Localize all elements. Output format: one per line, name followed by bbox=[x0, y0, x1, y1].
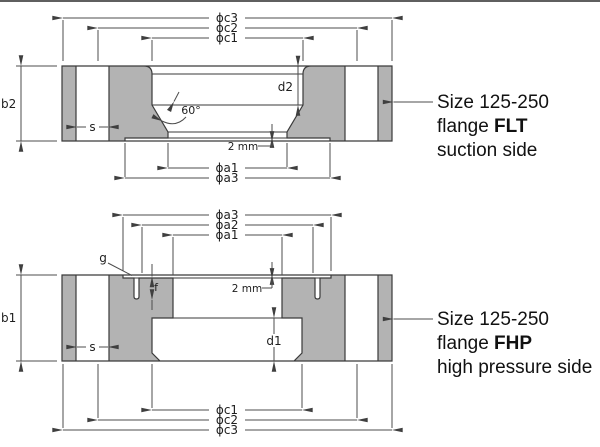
flt-dim-b2: b2 bbox=[1, 97, 16, 111]
flt-label-backgrounds bbox=[209, 12, 295, 184]
fhp-dim-oa3: ϕa3 bbox=[216, 208, 239, 222]
fhp-dim-oa1: ϕa1 bbox=[216, 228, 239, 242]
fhp-dim-f: f bbox=[154, 281, 159, 294]
flt-caption: Size 125-250 flange FLT suction side bbox=[437, 91, 597, 163]
flt-extension-lines bbox=[16, 20, 393, 177]
fhp-2mm-label: 2 mm bbox=[232, 283, 262, 295]
fhp-dim-g: g bbox=[99, 251, 107, 265]
flt-caption-line3: suction side bbox=[437, 140, 538, 161]
fhp-dim-s: s bbox=[89, 340, 95, 354]
fhp-dim-d1: d1 bbox=[266, 334, 281, 348]
fhp-caption: Size 125-250 flange FHP high pressure si… bbox=[437, 308, 597, 380]
flt-caption-line2-plain: flange bbox=[437, 116, 495, 137]
fhp-caption-line2: flange FHP bbox=[437, 332, 597, 356]
fhp-dimension-labels: ϕa3 ϕa2 ϕa1 ϕc1 ϕc2 ϕc3 b1 s d1 f g 2 mm bbox=[1, 208, 282, 437]
flt-caption-line2-bold: FLT bbox=[494, 116, 528, 137]
flt-dim-d2: d2 bbox=[278, 80, 293, 94]
flt-angle-label: 60° bbox=[181, 104, 201, 117]
fhp-dim-oc1: ϕc1 bbox=[216, 403, 238, 417]
flt-caption-line1: Size 125-250 bbox=[437, 92, 549, 113]
fhp-dim-oc3: ϕc3 bbox=[216, 423, 238, 437]
fhp-interior-edges bbox=[123, 277, 331, 319]
flt-dim-oc1: ϕc1 bbox=[216, 31, 238, 45]
fhp-caption-line1: Size 125-250 bbox=[437, 309, 549, 330]
flt-caption-line2: flange FLT bbox=[437, 115, 597, 139]
flt-dim-oa3: ϕa3 bbox=[216, 171, 239, 185]
flt-2mm-label: 2 mm bbox=[228, 141, 258, 153]
fhp-caption-line2-bold: FHP bbox=[494, 333, 533, 354]
fhp-flange-section bbox=[61, 274, 393, 362]
fhp-label-backgrounds bbox=[209, 209, 287, 436]
flt-dim-oc3: ϕc3 bbox=[216, 11, 238, 25]
flt-section-body bbox=[61, 65, 393, 142]
fhp-dim-oc2: ϕc2 bbox=[216, 413, 238, 427]
flt-dim-oc2: ϕc2 bbox=[216, 21, 238, 35]
flt-flange-section bbox=[61, 65, 393, 142]
flt-dim-s: s bbox=[89, 120, 95, 134]
fhp-dim-b1: b1 bbox=[1, 311, 16, 325]
fhp-dim-oa2: ϕa2 bbox=[216, 218, 239, 232]
flt-interior-edges bbox=[125, 73, 330, 139]
flt-dim-oa1: ϕa1 bbox=[216, 161, 239, 175]
fhp-caption-line2-plain: flange bbox=[437, 333, 495, 354]
flt-dimension-labels: ϕc3 ϕc2 ϕc1 ϕa1 ϕa3 b2 s d2 60° 2 mm bbox=[1, 11, 293, 185]
fhp-section-body bbox=[61, 274, 393, 362]
fhp-caption-line3: high pressure side bbox=[437, 357, 593, 378]
fhp-extension-lines bbox=[16, 217, 393, 428]
